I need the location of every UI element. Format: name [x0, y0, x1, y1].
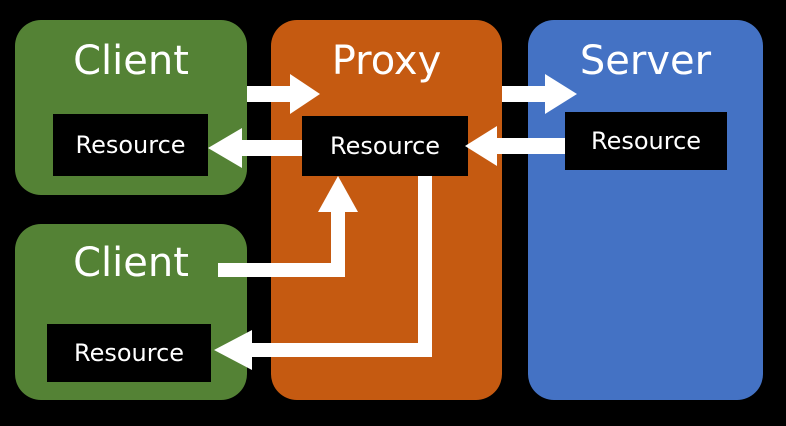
server-title: Server	[579, 38, 712, 84]
arrow-server-to-proxy	[465, 126, 565, 166]
arrow-client2-to-proxy-head	[318, 176, 358, 212]
proxy-title: Proxy	[331, 38, 442, 84]
client-box-top: Client Resource	[15, 20, 247, 195]
proxy-resource: Resource	[302, 116, 468, 176]
arrow-client2-to-proxy-line	[218, 208, 345, 277]
arrow-proxy-to-client2-head	[214, 330, 252, 370]
arrow-proxy-to-client	[208, 128, 302, 168]
server-box: Server Resource	[528, 20, 763, 400]
arrow-proxy-to-server	[502, 74, 577, 114]
proxy-box: Proxy Resource	[271, 20, 502, 400]
client-resource-top: Resource	[53, 114, 208, 176]
client-box-bottom: Client Resource	[15, 224, 247, 400]
client-resource-bottom: Resource	[47, 324, 211, 382]
client-title-top: Client	[73, 38, 189, 84]
client-title-bottom: Client	[73, 240, 189, 286]
arrow-proxy-to-client2-line	[250, 176, 432, 357]
arrow-client-to-proxy	[247, 74, 320, 114]
server-resource: Resource	[565, 112, 727, 170]
